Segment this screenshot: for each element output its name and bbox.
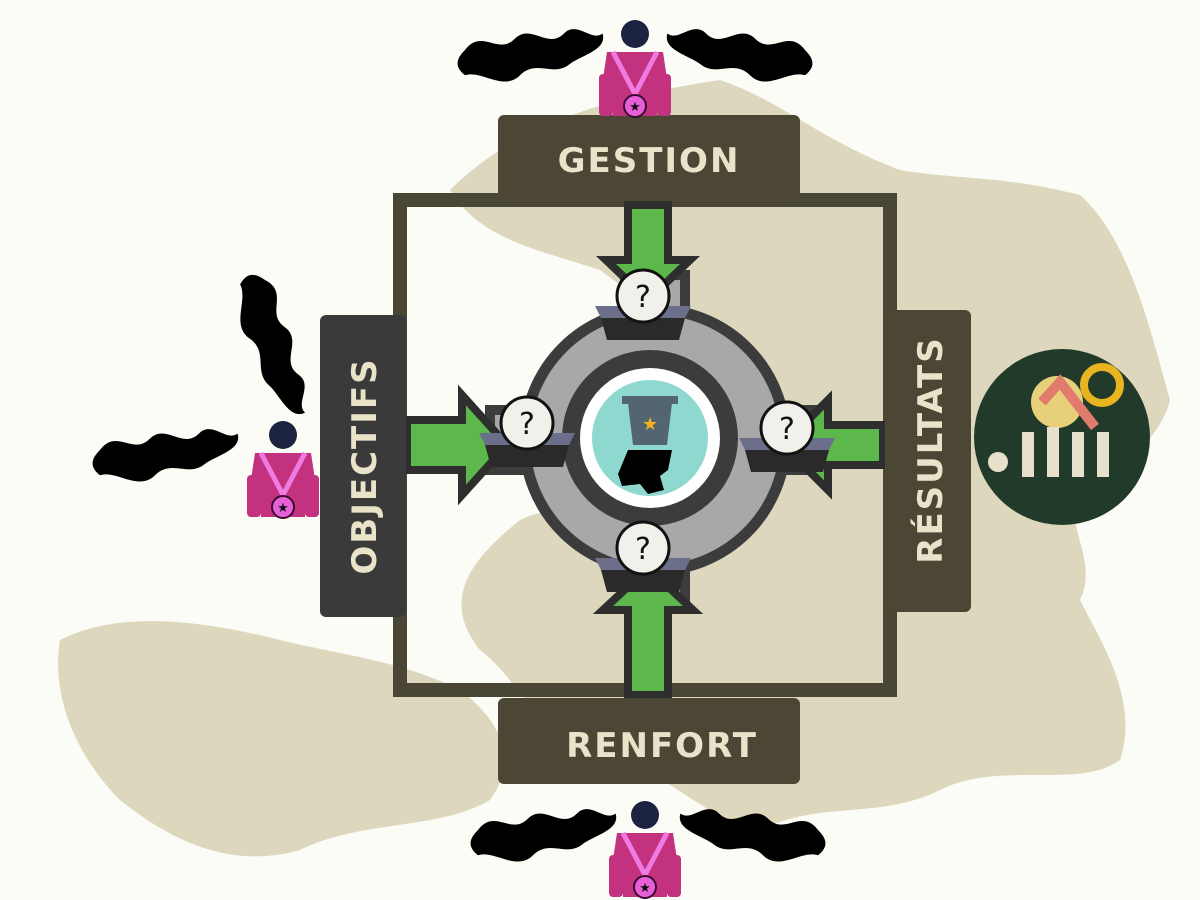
label-objectifs: OBJECTIFS (320, 315, 406, 617)
svg-text:GESTION: GESTION (558, 141, 741, 181)
arrow-icon (403, 384, 513, 506)
trash-bin-head-icon: ★ (562, 350, 738, 526)
svg-text:★: ★ (642, 414, 658, 435)
failure-people-icon (974, 349, 1150, 525)
svg-text:RÉSULTATS: RÉSULTATS (910, 336, 951, 563)
label-resultats: RÉSULTATS (885, 310, 971, 612)
svg-text:RENFORT: RENFORT (566, 726, 758, 766)
label-gestion: GESTION (498, 115, 800, 201)
person-medal-icon-left (92, 269, 319, 518)
svg-text:OBJECTIFS: OBJECTIFS (345, 357, 385, 574)
label-renfort: RENFORT (498, 698, 800, 784)
